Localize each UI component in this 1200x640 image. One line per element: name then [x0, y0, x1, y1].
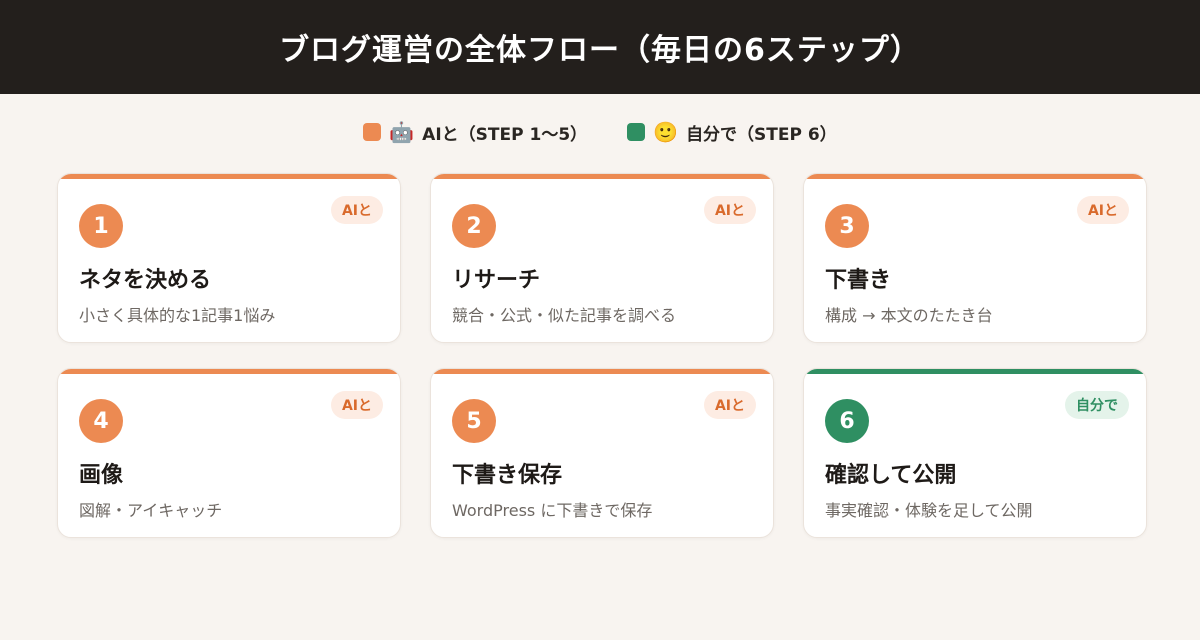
smile-icon: 🙂 — [653, 120, 679, 144]
actor-badge: AIと — [330, 196, 383, 224]
card-accent-bar — [58, 369, 400, 374]
step-number-badge: 6 — [825, 399, 869, 443]
card-accent-bar — [431, 174, 773, 179]
card-accent-bar — [804, 369, 1146, 374]
step-description: 事実確認・体験を足して公開 — [825, 501, 1033, 520]
step-number-badge: 5 — [452, 399, 496, 443]
card-accent-bar — [58, 174, 400, 179]
legend-label-self: 自分で（STEP 6） — [686, 124, 837, 145]
step-title: 下書き — [825, 268, 892, 293]
actor-badge: 自分で — [1065, 391, 1129, 419]
actor-badge: AIと — [330, 391, 383, 419]
legend-item-self: 🙂 自分で（STEP 6） — [627, 120, 837, 145]
step-title: 画像 — [79, 463, 124, 488]
step-number-badge: 3 — [825, 204, 869, 248]
actor-badge: AIと — [703, 196, 756, 224]
legend-label-ai: AIと（STEP 1〜5） — [422, 124, 588, 145]
page-title: ブログ運営の全体フロー（毎日の6ステップ） — [279, 33, 921, 68]
step-card-4: 4 AIと 画像 図解・アイキャッチ — [57, 368, 401, 538]
step-card-1: 1 AIと ネタを決める 小さく具体的な1記事1悩み — [57, 173, 401, 343]
steps-grid: 1 AIと ネタを決める 小さく具体的な1記事1悩み 2 AIと リサーチ 競合… — [57, 173, 1147, 538]
header: ブログ運営の全体フロー（毎日の6ステップ） — [0, 0, 1200, 94]
step-card-3: 3 AIと 下書き 構成 → 本文のたたき台 — [803, 173, 1147, 343]
step-description: WordPress に下書きで保存 — [452, 501, 653, 520]
robot-icon: 🤖 — [389, 120, 415, 144]
step-title: 確認して公開 — [825, 463, 957, 488]
actor-badge: AIと — [703, 391, 756, 419]
actor-badge: AIと — [1076, 196, 1129, 224]
legend-swatch-ai — [363, 123, 382, 141]
step-number-badge: 2 — [452, 204, 496, 248]
step-card-6: 6 自分で 確認して公開 事実確認・体験を足して公開 — [803, 368, 1147, 538]
legend-swatch-self — [627, 123, 646, 141]
step-number-badge: 1 — [79, 204, 123, 248]
step-title: ネタを決める — [79, 268, 212, 293]
step-description: 競合・公式・似た記事を調べる — [452, 306, 677, 325]
legend: 🤖 AIと（STEP 1〜5） 🙂 自分で（STEP 6） — [0, 119, 1200, 145]
step-card-5: 5 AIと 下書き保存 WordPress に下書きで保存 — [430, 368, 774, 538]
legend-item-ai: 🤖 AIと（STEP 1〜5） — [363, 120, 587, 145]
step-description: 小さく具体的な1記事1悩み — [79, 306, 276, 325]
step-description: 図解・アイキャッチ — [79, 501, 223, 520]
step-description: 構成 → 本文のたたき台 — [825, 306, 993, 325]
step-number-badge: 4 — [79, 399, 123, 443]
step-card-2: 2 AIと リサーチ 競合・公式・似た記事を調べる — [430, 173, 774, 343]
card-accent-bar — [804, 174, 1146, 179]
step-title: 下書き保存 — [452, 463, 563, 488]
step-title: リサーチ — [452, 268, 541, 293]
card-accent-bar — [431, 369, 773, 374]
